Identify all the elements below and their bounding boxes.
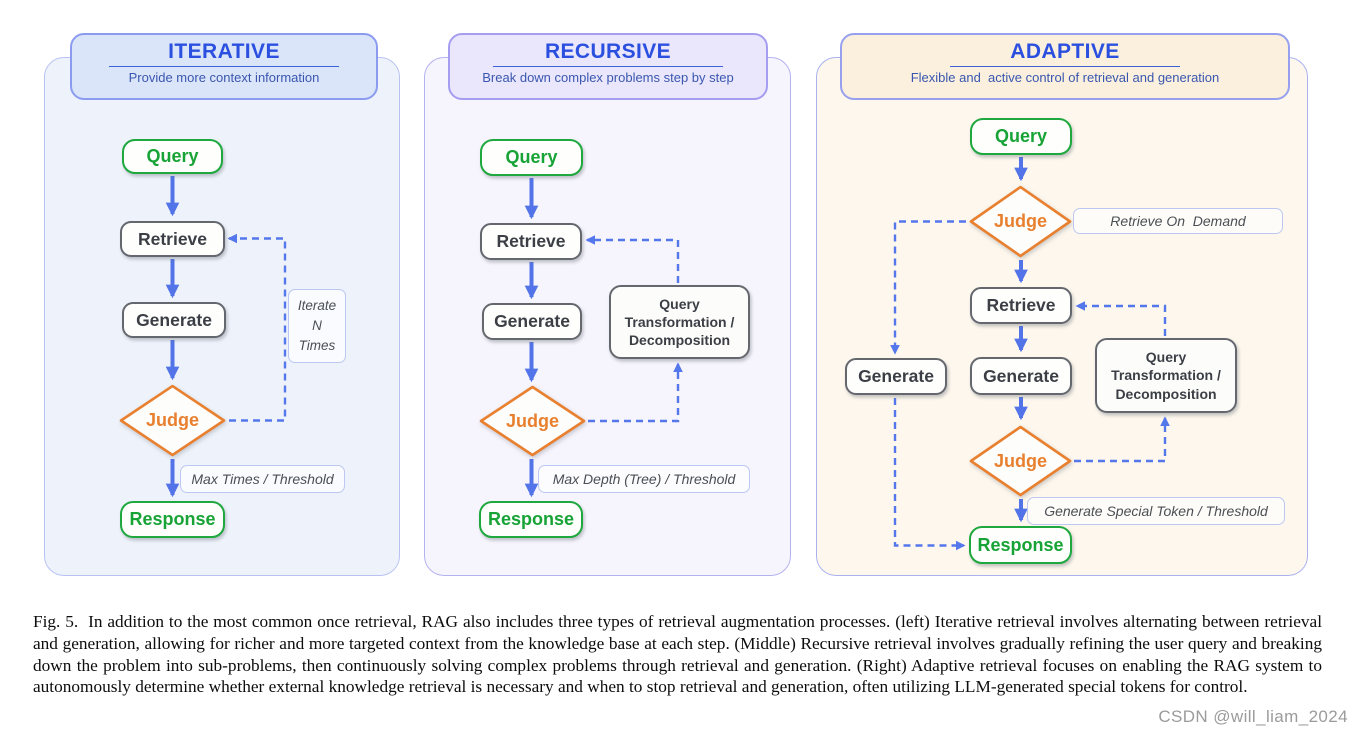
watermark-text: CSDN @will_liam_2024 — [1158, 707, 1348, 726]
adaptive-response-node: Response — [969, 526, 1072, 564]
recursive-generate-node: Generate — [482, 303, 582, 340]
transform-line2: Transformation / — [624, 313, 735, 330]
transform-line3: Decomposition — [1115, 385, 1217, 402]
adaptive-loop-judge-generateleft — [890, 220, 966, 355]
adaptive-judge-top-node: Judge — [969, 185, 1072, 258]
solid-flow-arrows — [165, 157, 1028, 523]
adaptive-retrieve-node: Retrieve — [970, 287, 1072, 324]
diamond-shape — [969, 425, 1072, 497]
recursive-transform-node: Query Transformation / Decomposition — [609, 285, 750, 359]
recursive-exit-annotation: Max Depth (Tree) / Threshold — [538, 465, 750, 493]
adaptive-loop-generateleft-response — [893, 398, 966, 551]
adaptive-generate-node: Generate — [970, 357, 1072, 395]
recursive-title: RECURSIVE — [544, 40, 672, 63]
header-recursive: RECURSIVE Break down complex problems st… — [448, 33, 768, 100]
iterative-response-node: Response — [120, 501, 225, 538]
recursive-loop-judge-transform — [588, 362, 683, 423]
iterative-retrieve-node: Retrieve — [120, 221, 225, 257]
recursive-loop-transform-retrieve — [585, 235, 680, 283]
transform-line1: Query — [1145, 349, 1187, 366]
adaptive-transform-node: Query Transformation / Decomposition — [1095, 338, 1237, 413]
recursive-query-node: Query — [480, 139, 583, 176]
figure-caption: Fig. 5. In addition to the most common o… — [33, 612, 1322, 697]
adaptive-judge-top-label: Judge — [993, 211, 1047, 231]
iterative-title-underline — [109, 66, 339, 68]
header-adaptive: ADAPTIVE Flexible and active control of … — [840, 33, 1290, 100]
adaptive-loop-transform-retrieve — [1075, 301, 1167, 336]
loop-annotation-line2: N — [312, 317, 322, 333]
iterative-title: ITERATIVE — [168, 40, 280, 63]
iterative-loop-judge-retrieve — [227, 233, 287, 422]
adaptive-exit-annotation: Generate Special Token / Threshold — [1027, 497, 1285, 525]
adaptive-judge-bottom-node: Judge — [969, 425, 1072, 497]
transform-line3: Decomposition — [628, 332, 731, 349]
loop-annotation-line1: Iterate — [297, 297, 337, 313]
adaptive-judge-annotation: Retrieve On Demand — [1073, 208, 1283, 234]
iterative-subtitle: Provide more context information — [128, 70, 320, 86]
diamond-shape — [969, 185, 1072, 258]
adaptive-query-node: Query — [970, 118, 1072, 155]
transform-line1: Query — [659, 295, 700, 312]
iterative-exit-annotation: Max Times / Threshold — [180, 465, 345, 493]
adaptive-loop-judge-transform — [1074, 416, 1170, 463]
recursive-retrieve-node: Retrieve — [480, 223, 582, 260]
iterative-judge-node: Judge — [119, 384, 226, 457]
adaptive-judge-bottom-label: Judge — [993, 450, 1047, 471]
diamond-shape — [119, 384, 226, 457]
iterative-loop-annotation: Iterate N Times — [288, 289, 346, 363]
recursive-response-node: Response — [479, 501, 583, 538]
iterative-query-node: Query — [122, 139, 223, 174]
loop-annotation-line3: Times — [298, 338, 336, 354]
adaptive-title-underline — [950, 66, 1180, 68]
recursive-judge-label: Judge — [505, 410, 559, 431]
dashed-loop-arrows — [227, 220, 1170, 551]
recursive-title-underline — [493, 66, 723, 68]
transform-line2: Transformation / — [1111, 367, 1221, 384]
iterative-generate-node: Generate — [122, 302, 226, 338]
adaptive-subtitle: Flexible and active control of retrieval… — [910, 70, 1220, 86]
adaptive-generate-left-node: Generate — [845, 358, 947, 395]
iterative-judge-label: Judge — [145, 410, 199, 430]
adaptive-title: ADAPTIVE — [1010, 40, 1120, 63]
recursive-judge-node: Judge — [479, 385, 586, 457]
diamond-shape — [479, 385, 586, 457]
recursive-subtitle: Break down complex problems step by step — [482, 70, 734, 86]
header-iterative: ITERATIVE Provide more context informati… — [70, 33, 378, 100]
